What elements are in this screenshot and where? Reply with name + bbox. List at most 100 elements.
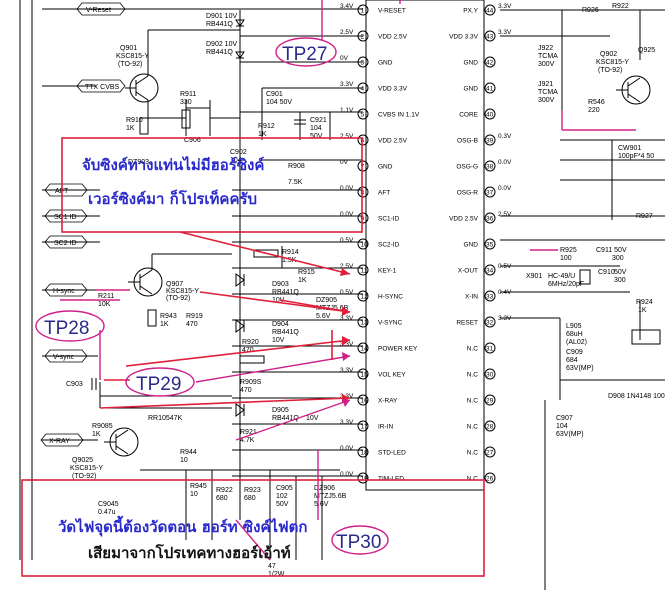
svg-text:R908: R908 [288,163,305,170]
pin-voltage: 3.3V [340,315,354,322]
pin-voltage: 2.5V [340,133,354,140]
pin-name: VOL KEY [378,372,406,379]
svg-text:R914: R914 [282,249,299,256]
pin-name: N.C [467,450,479,457]
svg-text:104: 104 [230,157,242,164]
pin-number: 12 [361,294,369,301]
pin-voltage: 0.0V [498,159,512,166]
right-circuit-wires [500,9,665,590]
ic-right-pin: 26N.C [467,472,496,484]
top-circuit-wires [99,10,363,560]
pin-number: 43 [486,34,494,41]
svg-text:R9085: R9085 [92,423,113,430]
svg-text:50V: 50V [614,269,627,276]
svg-text:L905: L905 [566,323,582,330]
pin-name: VDD 2.5V [378,34,408,41]
net-hsync: H-sync [53,288,75,295]
pin-name: OSG-R [457,190,479,197]
pin-voltage: 3.3V [340,81,354,88]
pin-number: 42 [486,60,494,67]
ic-right-pin: 33X-IN0.4V [465,289,512,302]
svg-text:J921: J921 [538,81,553,88]
svg-text:X901: X901 [526,273,542,280]
pin-number: 38 [486,164,494,171]
svg-text:5.6V: 5.6V [316,313,331,320]
pin-number: 17 [361,424,369,431]
pin-number: 39 [486,138,494,145]
svg-text:R909S: R909S [240,379,262,386]
svg-text:KSC815-Y: KSC815-Y [166,288,199,295]
svg-text:D908 1N4148 100: D908 1N4148 100 [608,393,665,400]
svg-text:R926: R926 [582,7,599,14]
pin-name: CVBS IN 1.1V [378,112,420,119]
pin-name: VDD 2.5V [449,216,479,223]
left-input-lines [19,0,363,560]
pin-number: 3 [361,60,365,67]
svg-text:R924: R924 [636,299,653,306]
svg-text:KSC815-Y: KSC815-Y [116,53,149,60]
svg-text:10V: 10V [272,297,285,304]
svg-text:(TO-92): (TO-92) [166,295,190,302]
svg-text:RB441Q: RB441Q [272,289,299,296]
pin-number: 14 [361,346,369,353]
svg-text:(TO-92): (TO-92) [598,67,622,74]
svg-text:1K: 1K [160,321,169,328]
svg-text:1/2W: 1/2W [268,571,285,578]
svg-text:D905: D905 [272,407,289,414]
pin-number: 18 [361,450,369,457]
net-vreset: V-Reset [86,7,111,14]
ic-microcontroller-body [365,0,485,491]
pin-name: SC1-ID [378,216,400,223]
svg-text:1K: 1K [92,431,101,438]
svg-text:RB441Q: RB441Q [206,21,233,28]
pin-voltage: 3.3V [340,341,354,348]
pin-number: 28 [486,424,494,431]
pin-number: 32 [486,320,494,327]
svg-text:C905: C905 [276,485,293,492]
pin-name: IR-IN [378,424,393,431]
pin-voltage: 2.5V [340,263,354,270]
pin-number: 11 [361,268,368,275]
svg-text:Q9025: Q9025 [72,457,93,464]
svg-text:4.7K: 4.7K [240,437,255,444]
svg-text:C901: C901 [266,91,283,98]
svg-text:D904: D904 [272,321,289,328]
svg-text:D902 10V: D902 10V [206,41,237,48]
ic-right-pin: 28N.C [467,420,496,432]
svg-text:63V(MP): 63V(MP) [566,365,594,372]
svg-text:วัดไฟจุดนี้ต้องวัดตอน ฮอร์ท ซิ: วัดไฟจุดนี้ต้องวัดตอน ฮอร์ท ซิงค์ไฟตก [58,515,307,537]
bottom-note-box: วัดไฟจุดนี้ต้องวัดตอน ฮอร์ท ซิงค์ไฟตก เส… [21,479,485,577]
svg-text:(TO-92): (TO-92) [118,61,142,68]
pin-voltage: 3.4V [340,3,354,10]
svg-text:R915: R915 [298,269,315,276]
pin-number: 36 [486,216,494,223]
pin-name: AFT [378,190,390,197]
ic-right-pin: 27N.C [467,446,496,458]
svg-text:R912: R912 [258,123,275,130]
pin-name: PX.Y [463,8,478,15]
svg-text:C903: C903 [66,381,83,388]
svg-text:R923: R923 [244,487,261,494]
svg-text:Q907: Q907 [166,281,183,288]
svg-text:10V: 10V [272,337,285,344]
svg-text:จับซิงค์ทางแท่นไม่มีฮอร์ซิงค์: จับซิงค์ทางแท่นไม่มีฮอร์ซิงค์ [82,155,264,174]
pin-voltage: 3.3V [340,393,354,400]
svg-text:KSC815-Y: KSC815-Y [596,59,629,66]
pin-voltage: 0.0V [498,185,512,192]
svg-text:J922: J922 [538,45,553,52]
pin-name: N.C [467,346,479,353]
svg-text:R927: R927 [636,213,653,220]
svg-text:R911: R911 [180,91,196,98]
pin-number: 44 [486,8,494,15]
svg-text:470: 470 [242,347,254,354]
svg-text:RB441Q: RB441Q [272,329,299,336]
